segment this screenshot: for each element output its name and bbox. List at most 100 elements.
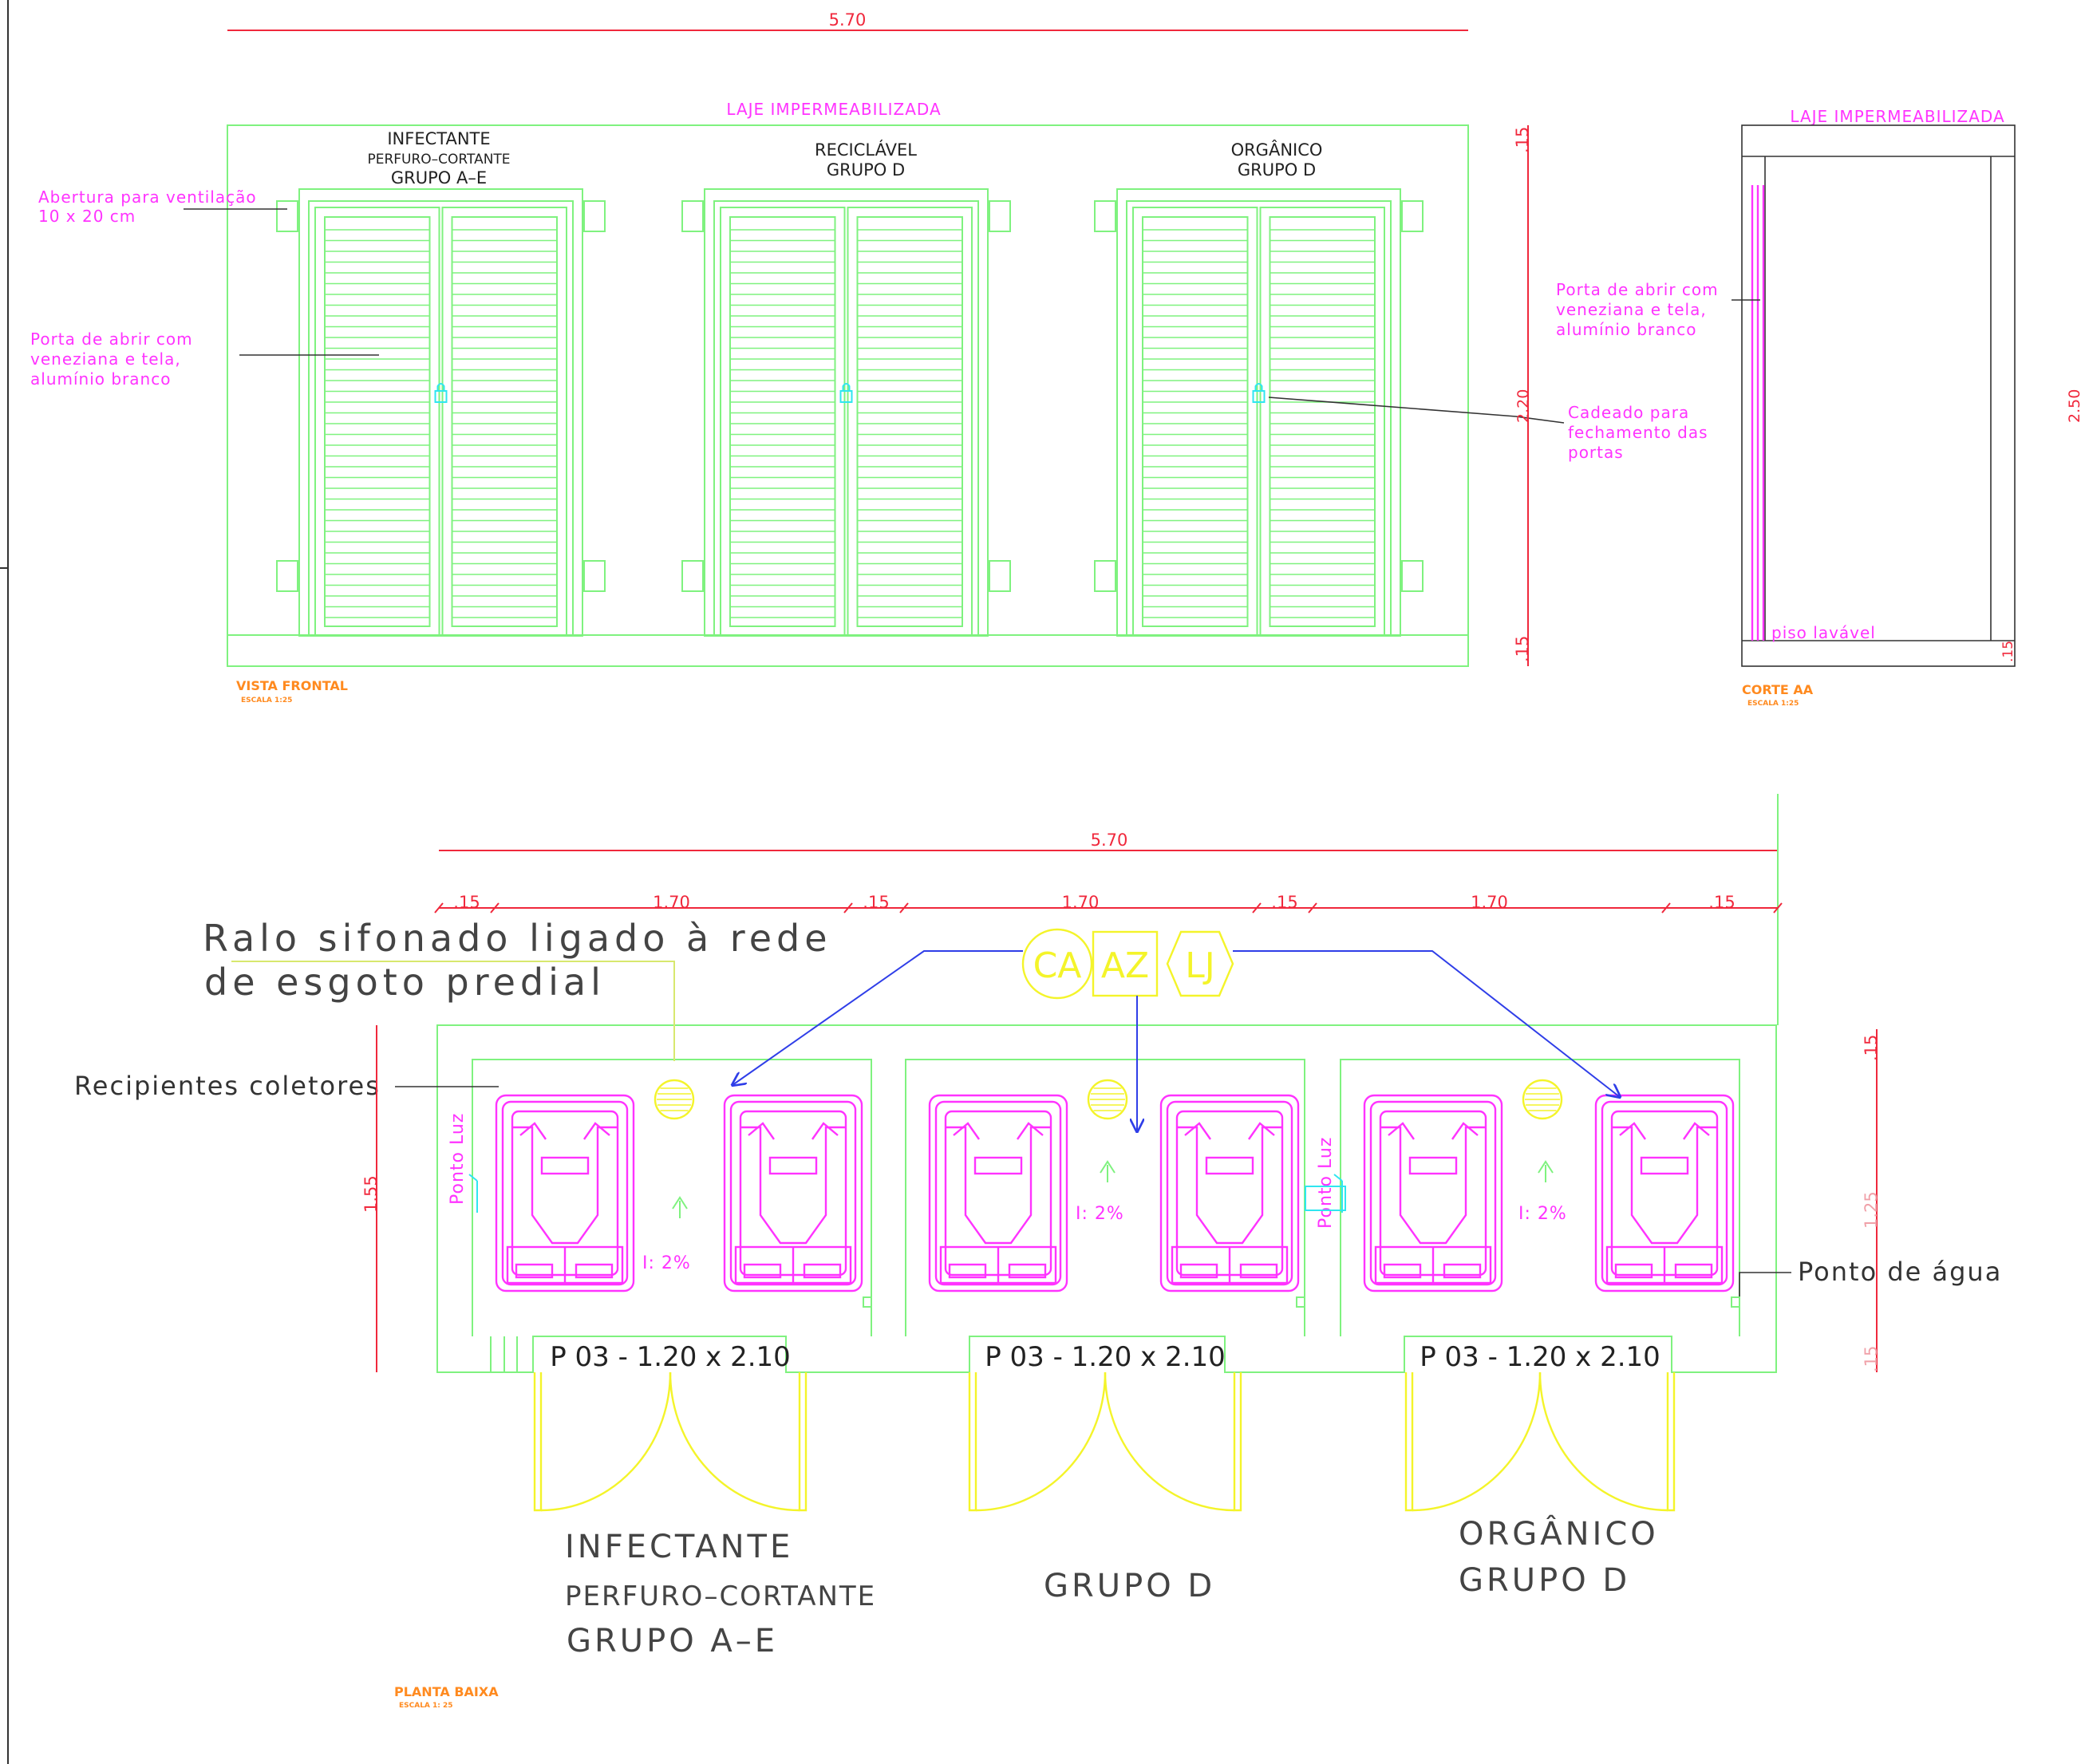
drain-note-line-2: de esgoto predial xyxy=(204,961,606,1004)
symbol-lj: LJ xyxy=(1166,930,1234,997)
leaf-frame xyxy=(441,207,567,637)
door-leaf-2 xyxy=(441,207,567,637)
front-door-2-line-2: GRUPO D xyxy=(827,160,905,180)
waste-bin-icon xyxy=(495,1094,635,1292)
waste-bin-icon xyxy=(928,1094,1068,1292)
door-leaf-1 xyxy=(314,207,440,637)
symbol-az-text: AZ xyxy=(1101,945,1149,986)
door-code-label: P 03 - 1.20 x 2.10 xyxy=(550,1341,791,1373)
vent-opening xyxy=(681,200,704,232)
room-3-line-1: ORGÂNICO xyxy=(1459,1514,1659,1553)
room-inner-wall xyxy=(1340,1059,1740,1336)
room-inner-wall xyxy=(472,1059,872,1336)
front-vdim-top: .15 xyxy=(1513,127,1532,153)
leaf-panel xyxy=(1269,216,1376,627)
plan-room-3: I: 2%P 03 - 1.20 x 2.10 xyxy=(1340,1059,1740,1512)
water-tap xyxy=(863,1296,872,1308)
leaf-frame xyxy=(1259,207,1385,637)
dim-tick xyxy=(899,902,909,914)
lock-note-line-2: fechamento das xyxy=(1568,423,1708,442)
slope-label: I: 2% xyxy=(1076,1204,1124,1224)
door-note-line-2: veneziana e tela, xyxy=(30,349,181,369)
slope-arrow-icon xyxy=(672,1196,688,1218)
plan-dim-total: 5.70 xyxy=(1091,831,1128,850)
vent-opening xyxy=(989,200,1011,232)
leaf-frame xyxy=(1132,207,1258,637)
waste-bin-icon xyxy=(723,1094,863,1292)
front-view: 5.70 LAJE IMPERMEABILIZADA INFECTANTE PE… xyxy=(30,10,1708,704)
section-door-note-1: Porta de abrir com xyxy=(1556,280,1719,299)
vent-opening xyxy=(1094,560,1116,592)
plan-room-2: I: 2% P 03 - 1.20 x 2.10 xyxy=(905,1059,1305,1512)
front-door-1-line-2: PERFURO–CORTANTE xyxy=(367,152,510,168)
vent-opening xyxy=(1094,200,1116,232)
vent-opening xyxy=(681,560,704,592)
padlock-icon xyxy=(1252,383,1266,403)
door-swing-icon xyxy=(533,1371,808,1512)
plan-dim-segment: .15 xyxy=(863,893,889,912)
vent-opening xyxy=(276,560,298,592)
room-1-line-1: INFECTANTE xyxy=(565,1529,793,1565)
floor-drain-icon xyxy=(1522,1079,1563,1120)
door-inner-frame xyxy=(713,200,979,637)
symbol-az: AZ xyxy=(1092,930,1159,997)
water-tap xyxy=(1731,1296,1740,1308)
door-inner-frame xyxy=(308,200,574,637)
water-tap xyxy=(1296,1296,1305,1308)
leaf-frame xyxy=(314,207,440,637)
section-outline xyxy=(1741,124,2016,667)
waste-bin-icon xyxy=(1159,1094,1300,1292)
padlock-icon xyxy=(839,383,853,403)
section-scale: ESCALA 1:25 xyxy=(1747,700,1799,708)
waste-bin-icon xyxy=(1363,1094,1503,1292)
plan-dim-segment: 1.70 xyxy=(1471,893,1508,912)
light-switch-icon xyxy=(1305,1186,1346,1211)
slope-arrow-icon xyxy=(1100,1160,1116,1182)
plan-dim-segment: 1.70 xyxy=(653,893,690,912)
dim-tick xyxy=(1661,902,1671,914)
plan-dim-segment: 1.70 xyxy=(1062,893,1100,912)
symbol-ca-text: CA xyxy=(1033,945,1082,986)
vent-opening xyxy=(583,560,606,592)
room-2-line-1: GRUPO D xyxy=(1044,1568,1215,1604)
door-note-line-3: alumínio branco xyxy=(30,369,171,389)
section-door-note-2: veneziana e tela, xyxy=(1556,300,1707,319)
section-aa: LAJE IMPERMEABILIZADA Porta de abrir com… xyxy=(1556,107,2081,708)
floor-drain-icon xyxy=(1087,1079,1128,1120)
front-vdim-bottom: .15 xyxy=(1513,636,1532,662)
section-vdim-right: 2.50 xyxy=(2066,389,2081,423)
door-leaf-2 xyxy=(847,207,973,637)
front-door-label-1: INFECTANTE PERFURO–CORTANTE GRUPO A–E xyxy=(367,129,510,187)
symbol-lj-text: LJ xyxy=(1185,945,1215,986)
door-leaf-1 xyxy=(1132,207,1258,637)
slope-arrow-icon xyxy=(1538,1160,1554,1182)
slope-label: I: 2% xyxy=(1518,1204,1567,1224)
front-door-2-line-1: RECICLÁVEL xyxy=(815,140,917,160)
section-door-note-3: alumínio branco xyxy=(1556,320,1696,339)
vent-opening xyxy=(1401,200,1424,232)
plan-dim-segment: .15 xyxy=(1271,893,1297,912)
front-view-scale: ESCALA 1:25 xyxy=(241,697,292,704)
door-note-line-1: Porta de abrir com xyxy=(30,330,193,349)
leaf-frame xyxy=(847,207,973,637)
light-switch-icon xyxy=(468,1174,478,1213)
laje-label-front: LAJE IMPERMEABILIZADA xyxy=(726,100,941,119)
room-1-line-3: GRUPO A–E xyxy=(567,1623,778,1659)
floor-drain-icon xyxy=(654,1079,695,1120)
arrow-to-room-1 xyxy=(732,950,1023,1085)
dim-overall-top: 5.70 xyxy=(829,10,867,30)
dim-tick xyxy=(1773,902,1783,914)
symbol-ca: CA xyxy=(1021,928,1093,1000)
door-code-label: P 03 - 1.20 x 2.10 xyxy=(985,1341,1226,1373)
front-door-1-line-3: GRUPO A–E xyxy=(391,168,487,187)
water-leader xyxy=(1739,1272,1791,1296)
laje-label-section: LAJE IMPERMEABILIZADA xyxy=(1790,107,2004,126)
lock-leader xyxy=(1268,397,1565,424)
front-doors xyxy=(276,188,1424,637)
vent-note-line-2: 10 x 20 cm xyxy=(38,207,136,226)
arrow-to-room-3 xyxy=(1233,950,1620,1097)
wall-stub xyxy=(490,1336,518,1372)
slope-label: I: 2% xyxy=(642,1253,691,1273)
leaf-panel xyxy=(451,216,558,627)
